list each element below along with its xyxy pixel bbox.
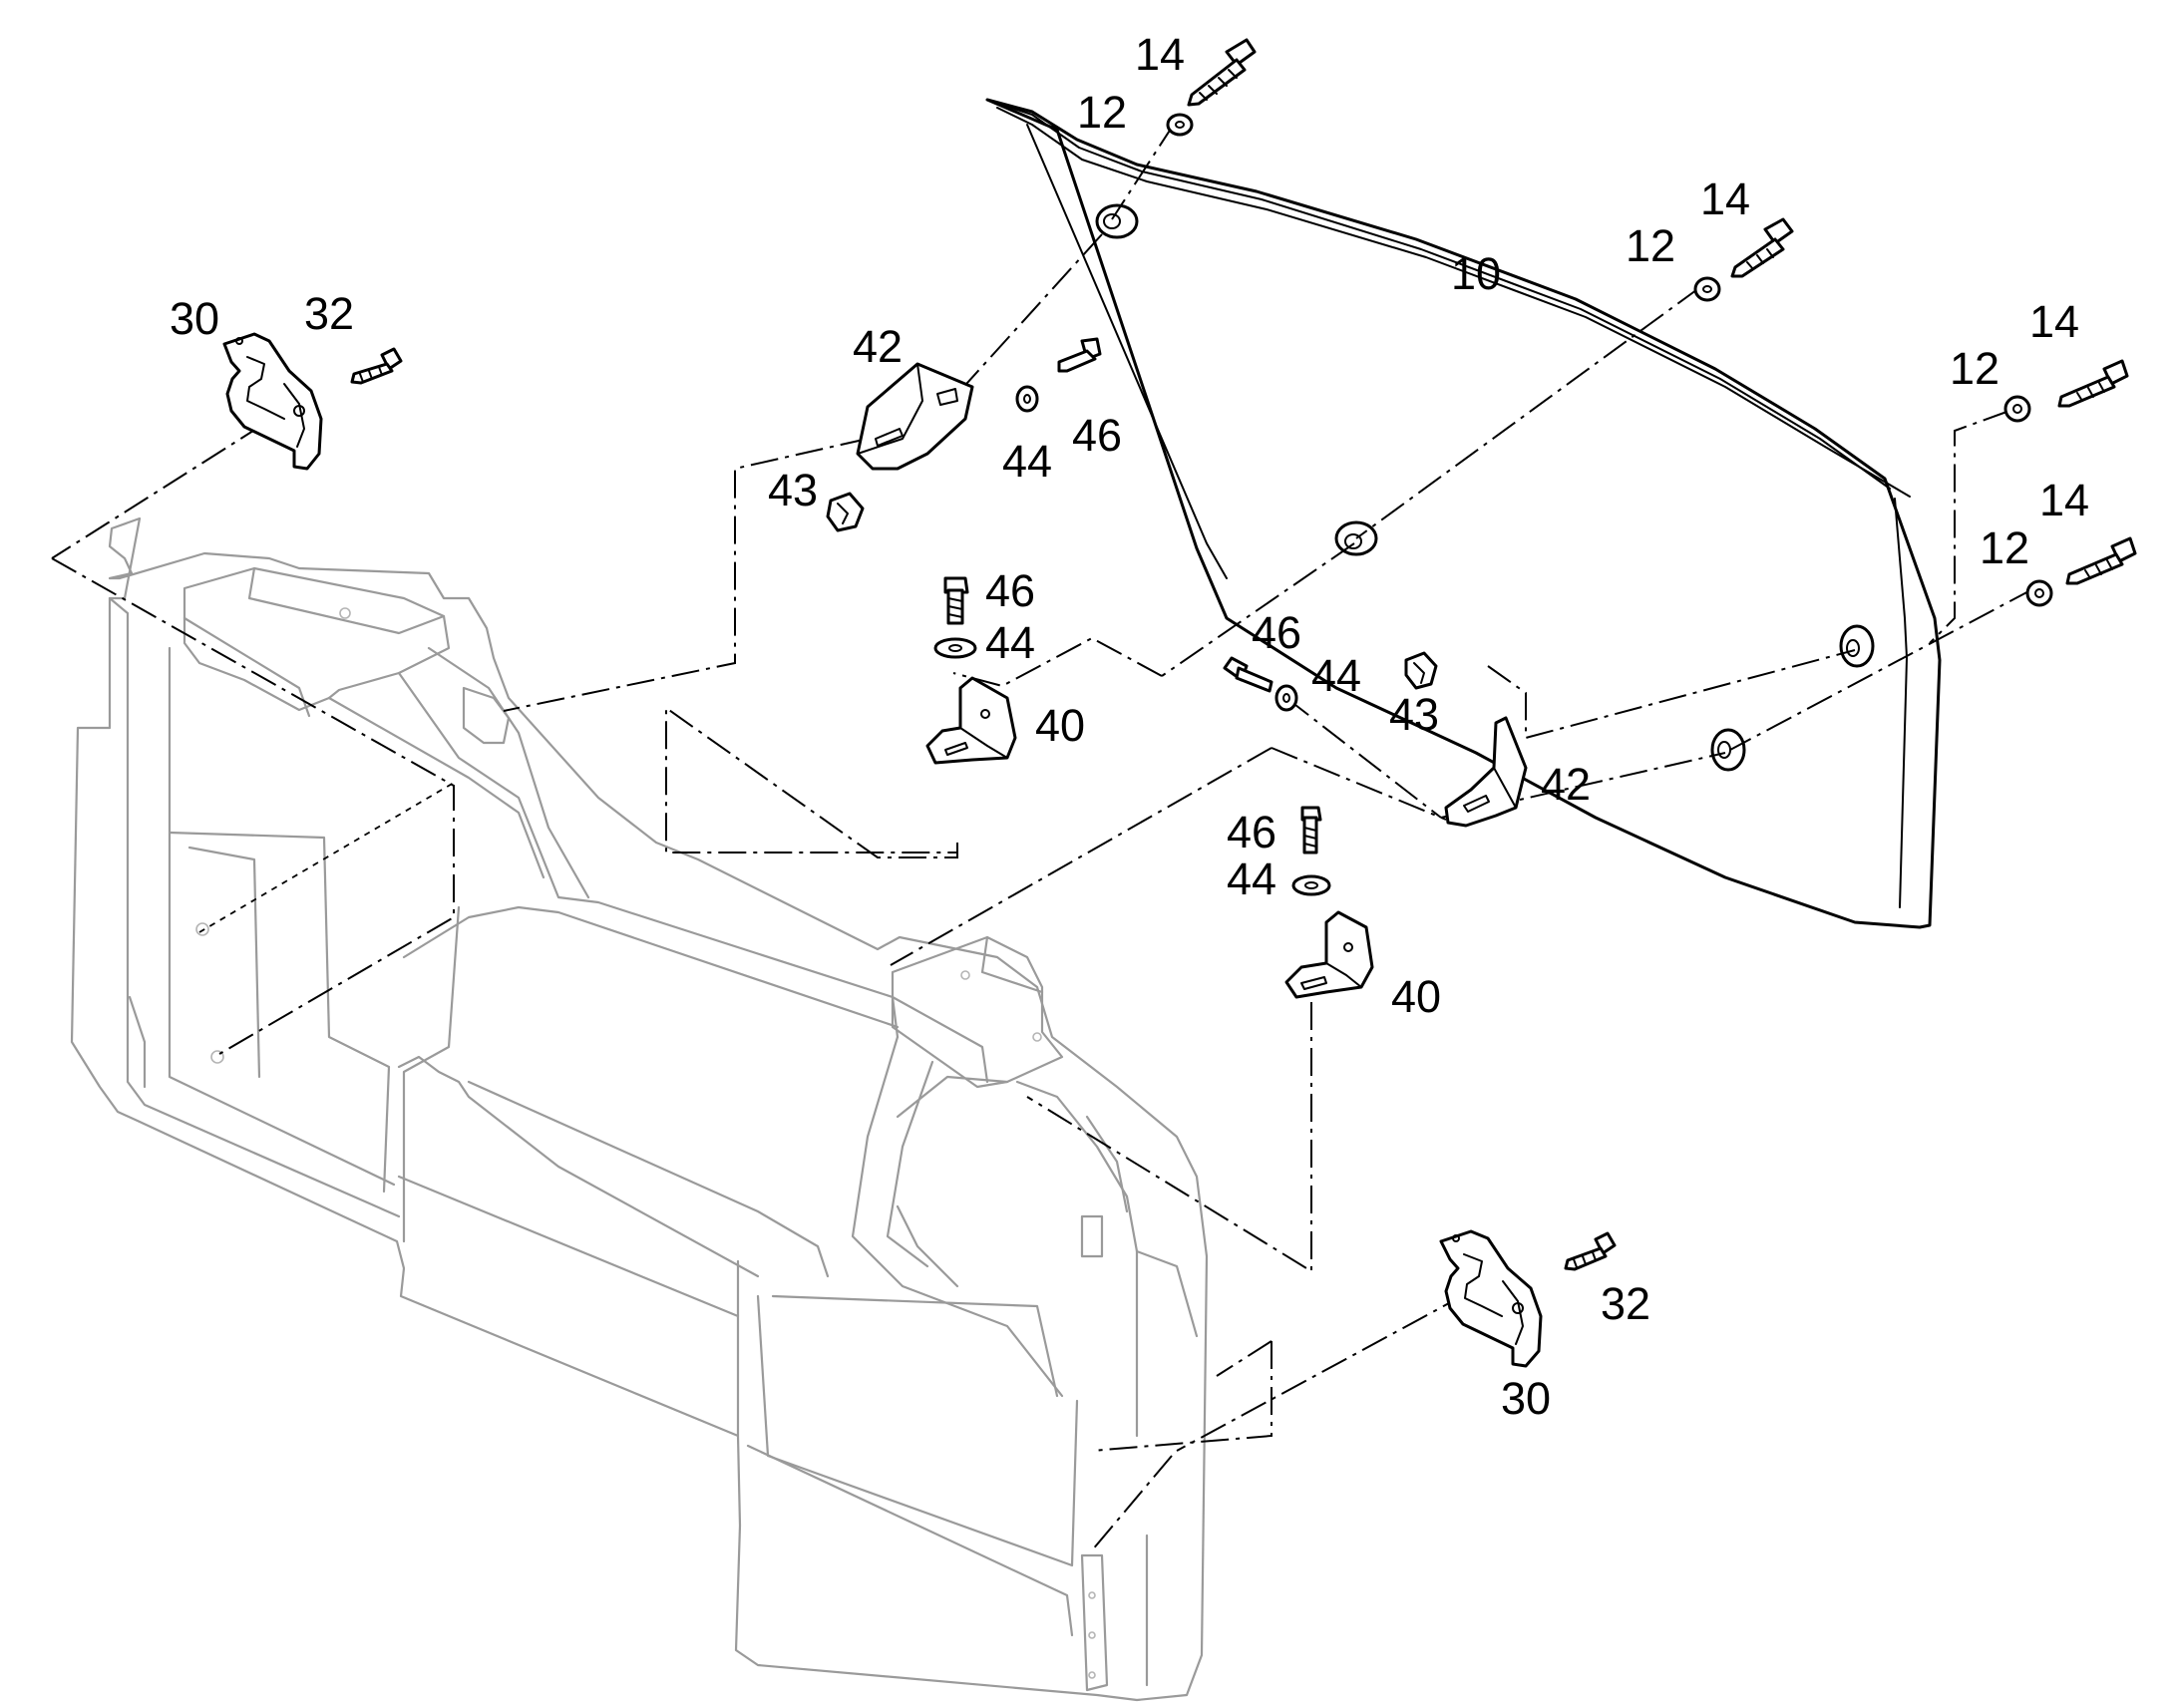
label-14: 14: [2039, 475, 2089, 525]
hinge-plate-icon: [1439, 1229, 1543, 1368]
bolt-icon: [943, 576, 969, 625]
label-43: 43: [1389, 689, 1439, 740]
label-46: 46: [985, 565, 1035, 616]
hinge-bolt-icon: [1564, 1231, 1617, 1271]
screw-icon: [1187, 38, 1257, 107]
label-10: 10: [1451, 248, 1501, 299]
screw-icon: [2065, 536, 2137, 585]
label-12: 12: [1077, 87, 1127, 138]
label-46: 46: [1227, 807, 1276, 857]
washer-icon: [933, 637, 977, 659]
assembly-lines: [51, 122, 2035, 1551]
label-12: 12: [1950, 343, 1999, 394]
label-44: 44: [1002, 436, 1052, 487]
label-14: 14: [1700, 173, 1750, 224]
bolt-icon: [1300, 806, 1322, 854]
hinge-bracket-icon: [856, 362, 974, 471]
bolt-icon: [1223, 656, 1273, 693]
label-42: 42: [853, 321, 903, 372]
label-46: 46: [1072, 410, 1122, 461]
label-44: 44: [1227, 854, 1276, 904]
screw-icon: [2057, 359, 2129, 408]
hinge-bolt-icon: [350, 347, 403, 385]
body-panel-ghost: [70, 516, 1209, 1702]
label-14: 14: [2029, 296, 2079, 347]
label-44: 44: [985, 617, 1035, 668]
label-40: 40: [1035, 700, 1085, 751]
label-42: 42: [1541, 759, 1591, 810]
label-30: 30: [1501, 1373, 1551, 1424]
washer-icon: [2003, 395, 2031, 423]
label-30: 30: [170, 293, 219, 344]
bracket-icon: [1284, 910, 1374, 999]
label-14: 14: [1135, 29, 1185, 80]
label-12: 12: [1980, 522, 2029, 573]
washer-icon: [1274, 684, 1298, 712]
washer-icon: [1291, 874, 1331, 896]
label-12: 12: [1626, 220, 1675, 271]
label-43: 43: [768, 465, 818, 515]
label-32: 32: [1601, 1278, 1650, 1329]
nut-icon: [826, 492, 865, 532]
hinge-bracket-icon: [1444, 716, 1528, 828]
label-46: 46: [1252, 607, 1301, 658]
washer-icon: [1166, 113, 1194, 137]
bolt-icon: [1057, 337, 1102, 373]
part-labels: 10 14 12 14 12 14 12 14 12 30 32 42 46 4…: [170, 29, 2089, 1424]
nut-icon: [1404, 651, 1438, 690]
label-40: 40: [1391, 971, 1441, 1022]
screw-icon: [1730, 217, 1794, 278]
washer-icon: [1693, 276, 1721, 302]
label-32: 32: [304, 288, 354, 339]
washer-icon: [2025, 579, 2053, 607]
washer-icon: [1015, 385, 1039, 413]
hinge-plate-icon: [222, 332, 323, 471]
bracket-icon: [925, 676, 1017, 765]
label-44: 44: [1311, 650, 1361, 701]
